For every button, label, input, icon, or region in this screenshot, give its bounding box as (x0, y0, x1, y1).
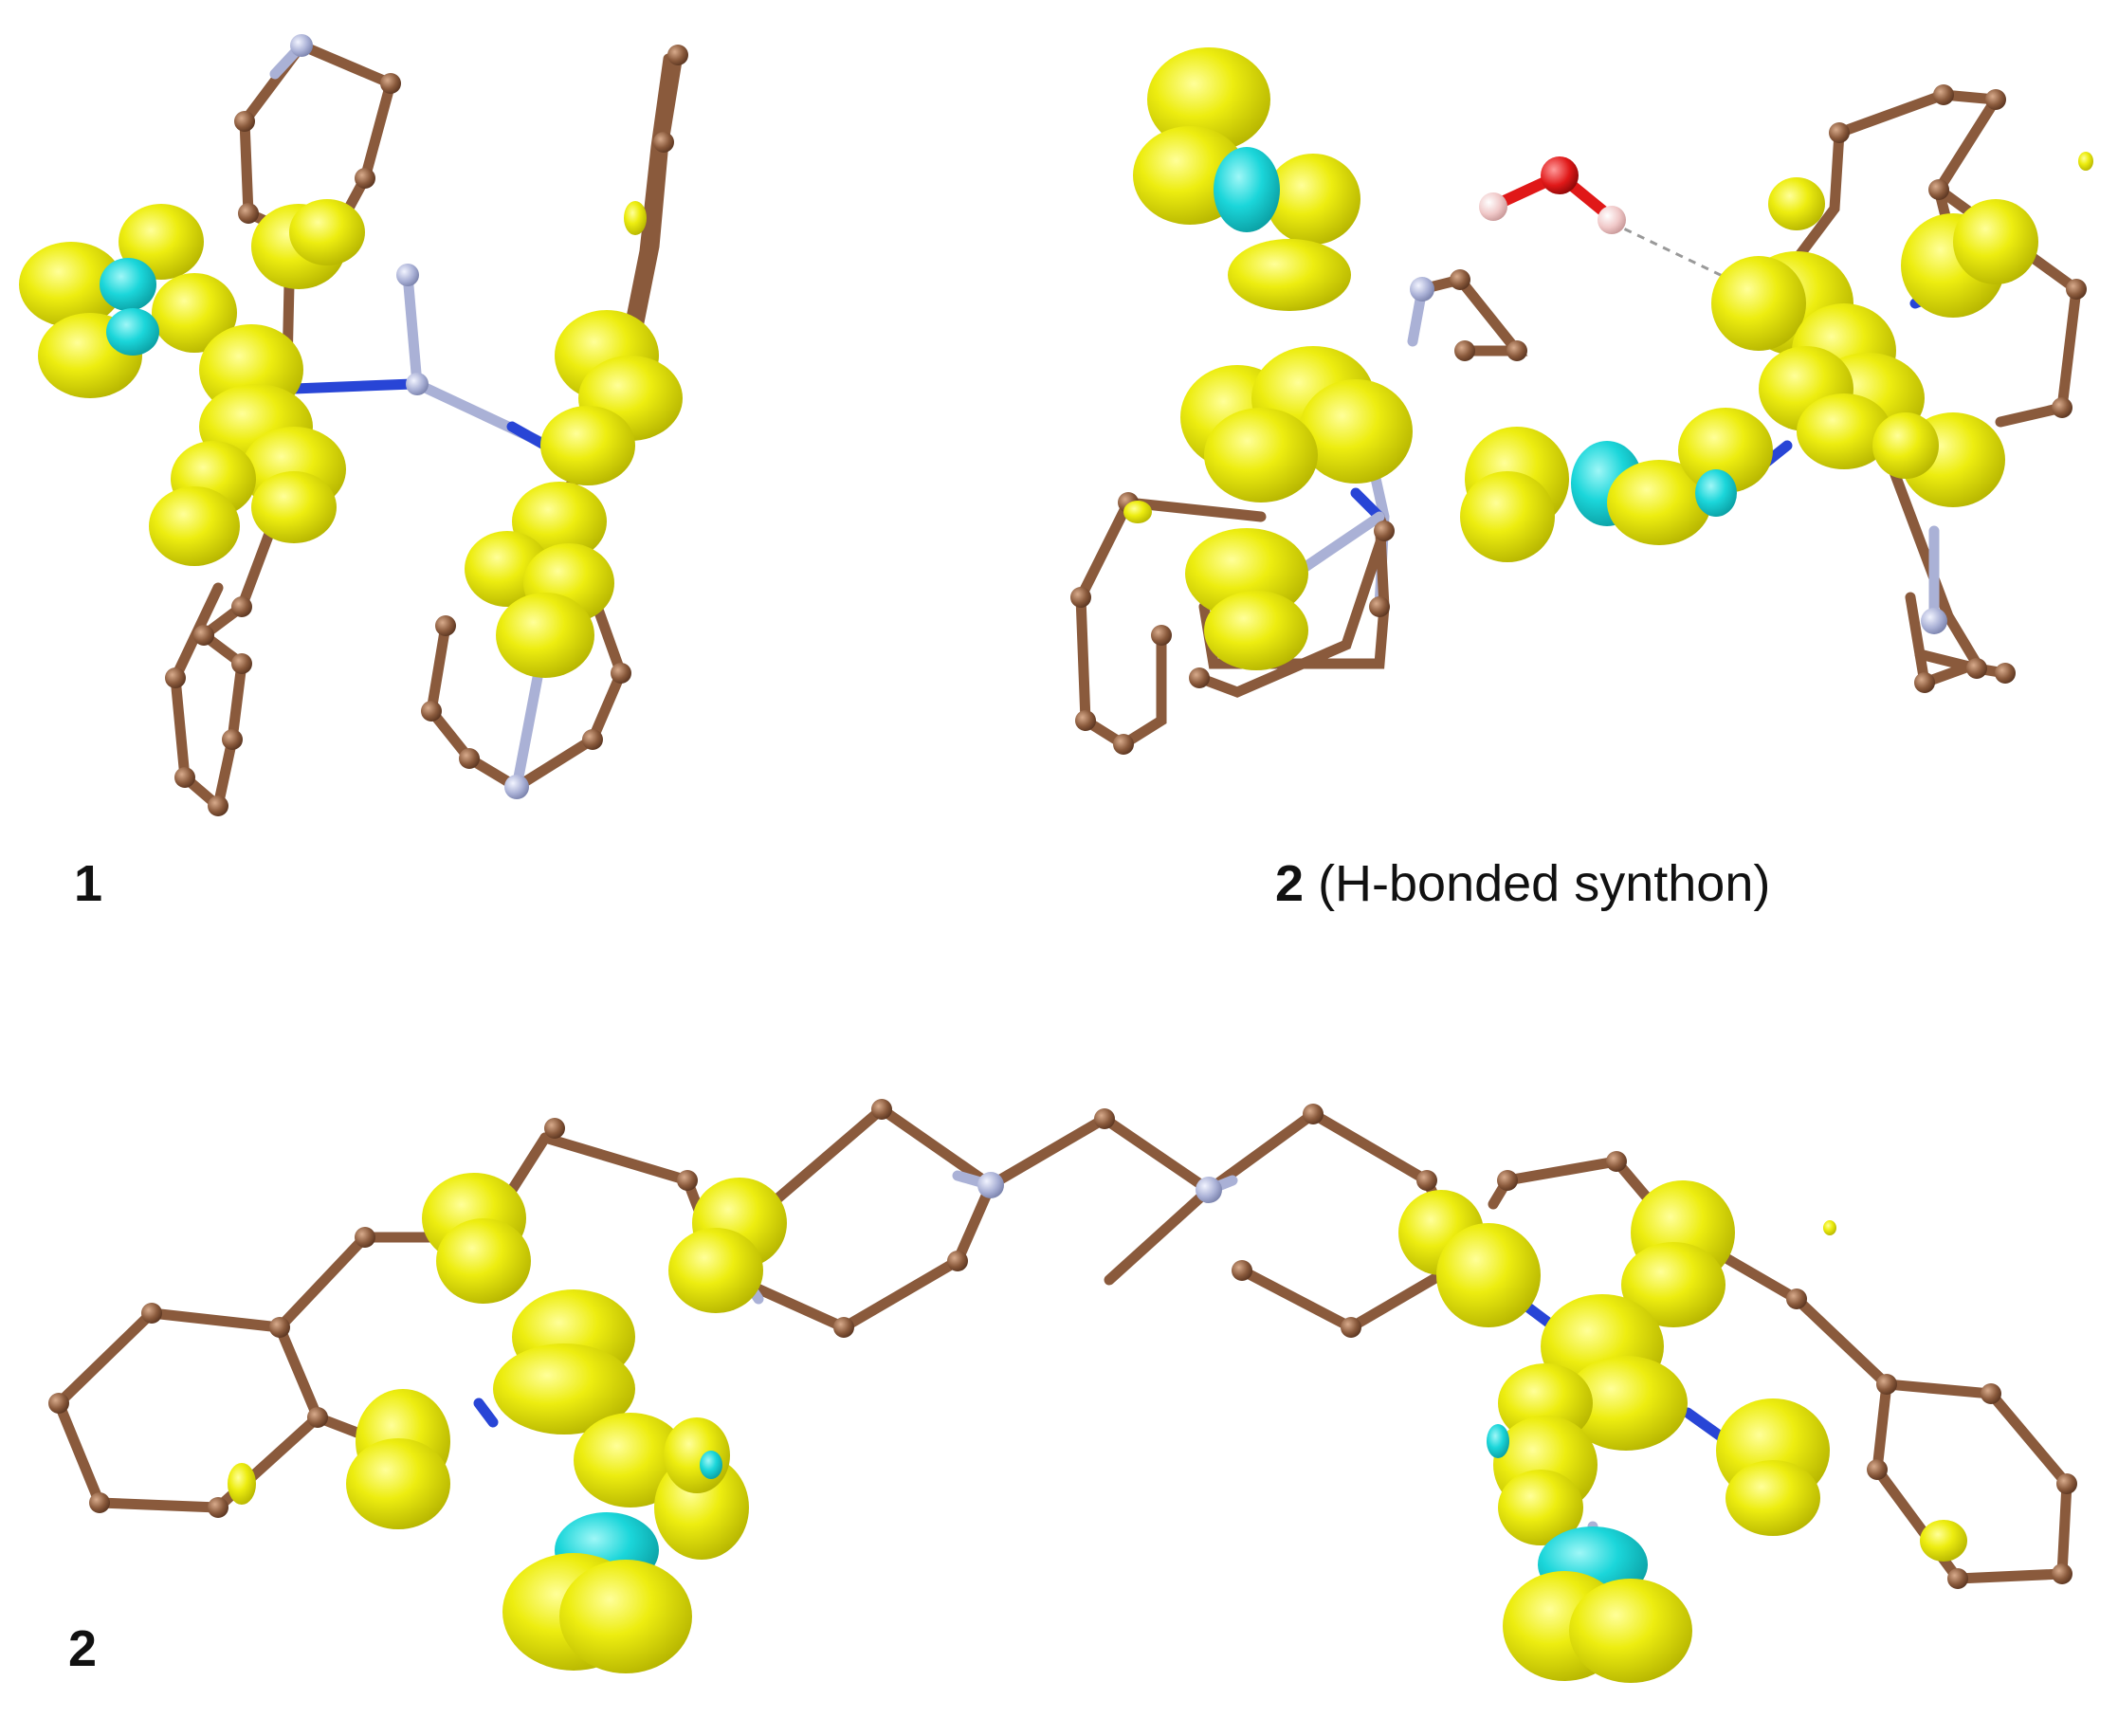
water-molecule (1479, 156, 1626, 234)
panel-label-1: 1 (74, 858, 102, 909)
panel-label-2-chain-number: 2 (68, 1620, 98, 1677)
molecule-2-hbond-synthon-structure (1070, 47, 2093, 755)
chain-atoms (48, 1099, 2077, 1589)
molecule-1-atoms (165, 34, 688, 816)
molecule-1-structure (19, 34, 688, 816)
molecule-1-lobes (19, 199, 683, 678)
hydrogen-bond-dashed (1611, 221, 1731, 282)
panel-label-1-number: 1 (74, 855, 103, 912)
panel-label-2-caption: (H-bonded synthon) (1318, 855, 1771, 912)
synthon-atoms (1070, 84, 2087, 755)
chain-lobes (228, 1173, 1967, 1683)
synthon-lobes (1123, 47, 2093, 670)
molecule-2-chain-structure (48, 1099, 2077, 1683)
panel-label-2-hbonded: 2 (H-bonded synthon) (1275, 858, 1770, 909)
panel-label-2-chain: 2 (68, 1623, 97, 1674)
panel-label-2-number: 2 (1275, 855, 1305, 912)
